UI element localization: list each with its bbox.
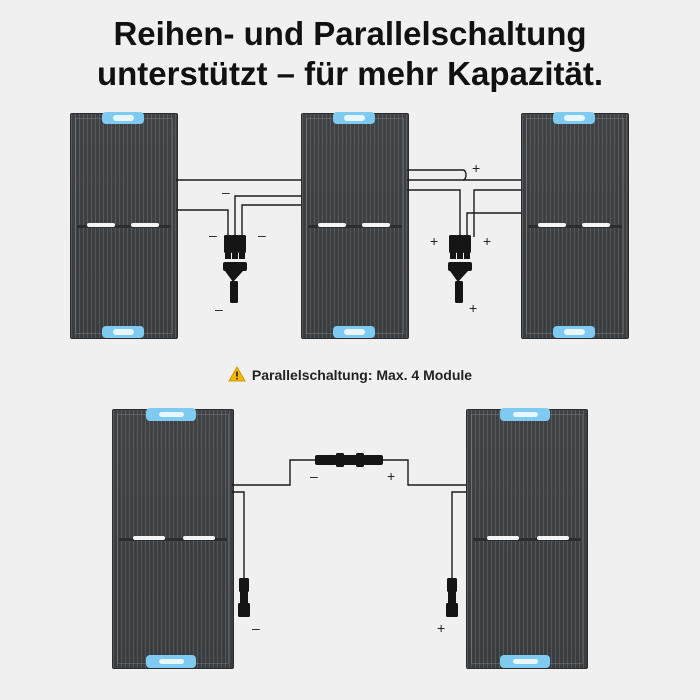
minus-sign: – (310, 468, 318, 484)
parallel-limit-note: Parallelschaltung: Max. 4 Module (0, 366, 700, 383)
solar-panel-top-center (301, 113, 409, 339)
panel-handle-icon (102, 112, 144, 124)
minus-sign: – (222, 184, 230, 200)
minus-sign: – (209, 227, 217, 243)
mc4-connector-left-icon (238, 578, 250, 617)
headline: Reihen- und Parallelschaltung unterstütz… (0, 14, 700, 94)
plus-sign: + (437, 620, 446, 636)
panel-handle-icon (553, 326, 595, 338)
solar-panel-top-left (70, 113, 178, 339)
plus-sign: + (483, 233, 492, 249)
minus-sign: – (258, 227, 266, 243)
y-branch-connector-left-icon (223, 235, 247, 303)
panel-handle-icon (146, 408, 196, 421)
panel-handle-icon (553, 112, 595, 124)
solar-panel-bottom-left (112, 409, 234, 669)
minus-sign: – (215, 301, 223, 317)
mc4-connector-right-icon (446, 578, 458, 617)
panel-handle-icon (500, 655, 550, 668)
solar-panel-top-right (521, 113, 629, 339)
y-branch-connector-right-icon (448, 235, 472, 303)
plus-sign: + (387, 468, 396, 484)
mc4-series-connector-icon (315, 453, 383, 467)
headline-line-1: Reihen- und Parallelschaltung (113, 15, 587, 52)
panel-handle-icon (333, 326, 375, 338)
panel-handle-icon (333, 112, 375, 124)
plus-sign: + (430, 233, 439, 249)
parallel-limit-text: Parallelschaltung: Max. 4 Module (251, 367, 473, 383)
panel-handle-icon (102, 326, 144, 338)
headline-line-2: unterstützt – für mehr Kapazität. (96, 55, 604, 92)
warning-triangle-icon (228, 366, 246, 382)
plus-sign: + (472, 160, 481, 176)
panel-handle-icon (146, 655, 196, 668)
plus-sign: + (469, 300, 478, 316)
minus-sign: – (252, 620, 260, 636)
panel-handle-icon (500, 408, 550, 421)
solar-panel-bottom-right (466, 409, 588, 669)
